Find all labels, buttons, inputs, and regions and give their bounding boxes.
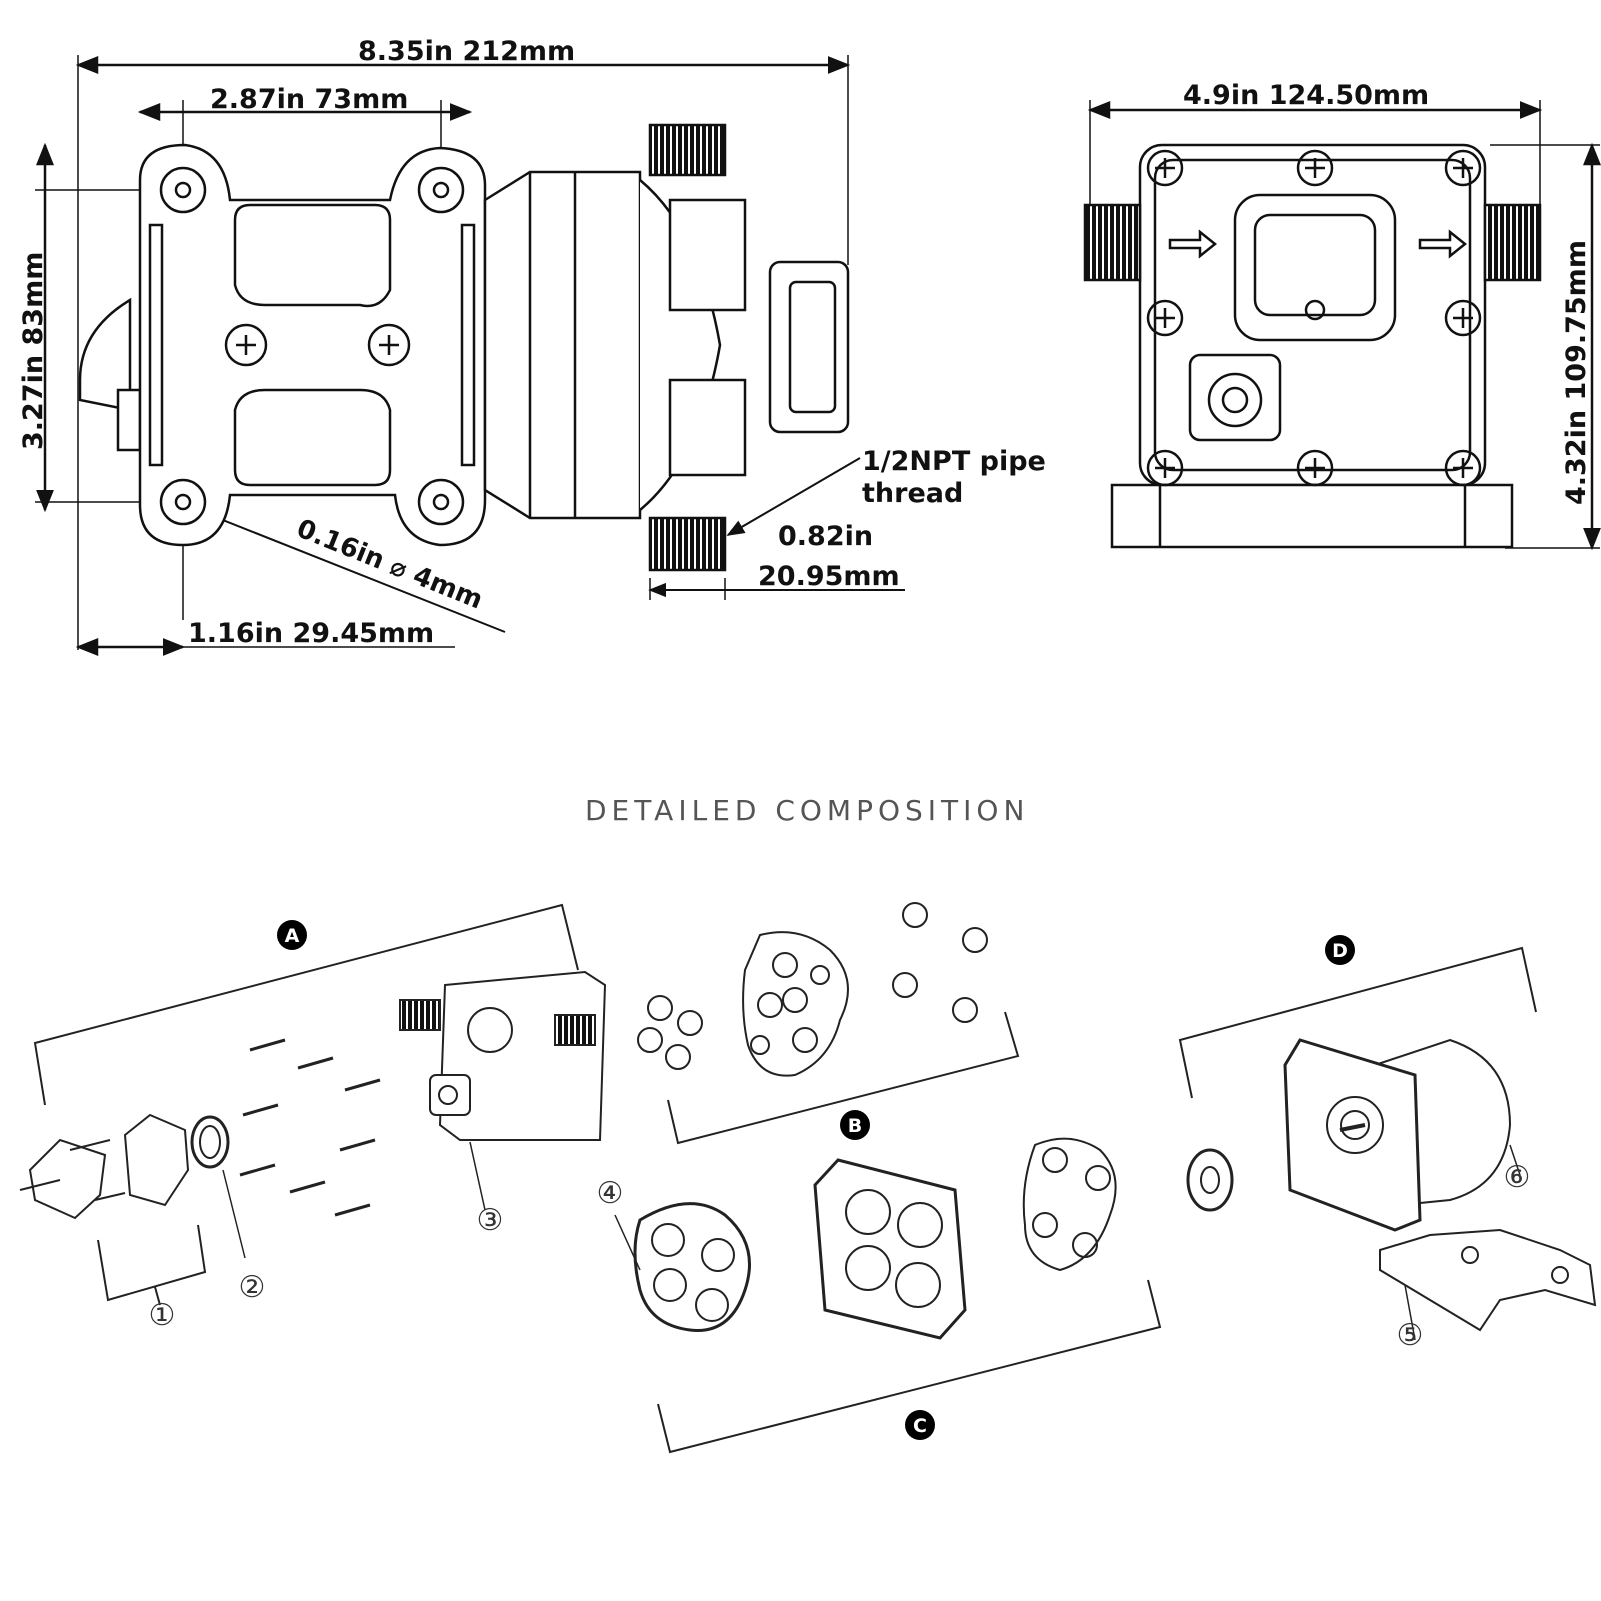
wobble-plate-part [1022, 1137, 1117, 1272]
o-ring-part [190, 1115, 230, 1169]
front-view [1083, 100, 1601, 551]
plate-part [813, 1158, 967, 1340]
switch-part [19, 1113, 190, 1220]
motor-part [1283, 1038, 1521, 1232]
mount-offset-label: 1.16in 29.45mm [188, 618, 434, 649]
height-side-label: 3.27in 83mm [18, 252, 49, 450]
bracket-d [1178, 946, 1537, 1099]
bearing-part [1186, 1148, 1234, 1212]
valve-rings-part [637, 995, 703, 1070]
valve-assembly-part [742, 931, 849, 1077]
exploded-view [19, 902, 1597, 1454]
bracket-b [667, 1011, 1020, 1145]
screws-part [239, 1038, 381, 1217]
part-6-label: ⑥ [1504, 1160, 1531, 1195]
group-c-marker: C [905, 1410, 935, 1440]
port-in-label: 0.82in [778, 521, 873, 552]
port-mm-label: 20.95mm [758, 561, 900, 592]
group-b-label: B [848, 1115, 862, 1137]
mount-spacing-label: 2.87in 73mm [210, 84, 408, 115]
front-height-label: 4.32in 109.75mm [1561, 240, 1592, 505]
part-4-label: ④ [597, 1176, 624, 1211]
pump-head-part [399, 970, 607, 1211]
front-width-label: 4.9in 124.50mm [1183, 80, 1429, 111]
group-a-label: A [285, 925, 300, 947]
part-2-label: ② [239, 1270, 266, 1305]
part-1-label: ① [149, 1298, 176, 1333]
thread-label-line2: thread [862, 478, 963, 509]
thread-label-line1: 1/2NPT pipe [862, 446, 1046, 477]
part-3-label: ③ [477, 1203, 504, 1238]
group-b-marker: B [840, 1110, 870, 1140]
diaphragm-part [614, 1202, 751, 1332]
group-d-marker: D [1325, 935, 1355, 965]
group-a-marker: A [277, 920, 307, 950]
group-c-label: C [913, 1415, 927, 1437]
overall-length-label: 8.35in 212mm [358, 36, 575, 67]
section-title: DETAILED COMPOSITION [585, 794, 1029, 827]
part-5-label: ⑤ [1397, 1318, 1424, 1353]
bracket-c [657, 1279, 1162, 1454]
group-d-label: D [1332, 940, 1348, 962]
bracket-a [33, 903, 579, 1106]
base-mount-part [1379, 1228, 1597, 1341]
side-view [35, 55, 905, 656]
diaphragm-screws-part [892, 902, 988, 1023]
